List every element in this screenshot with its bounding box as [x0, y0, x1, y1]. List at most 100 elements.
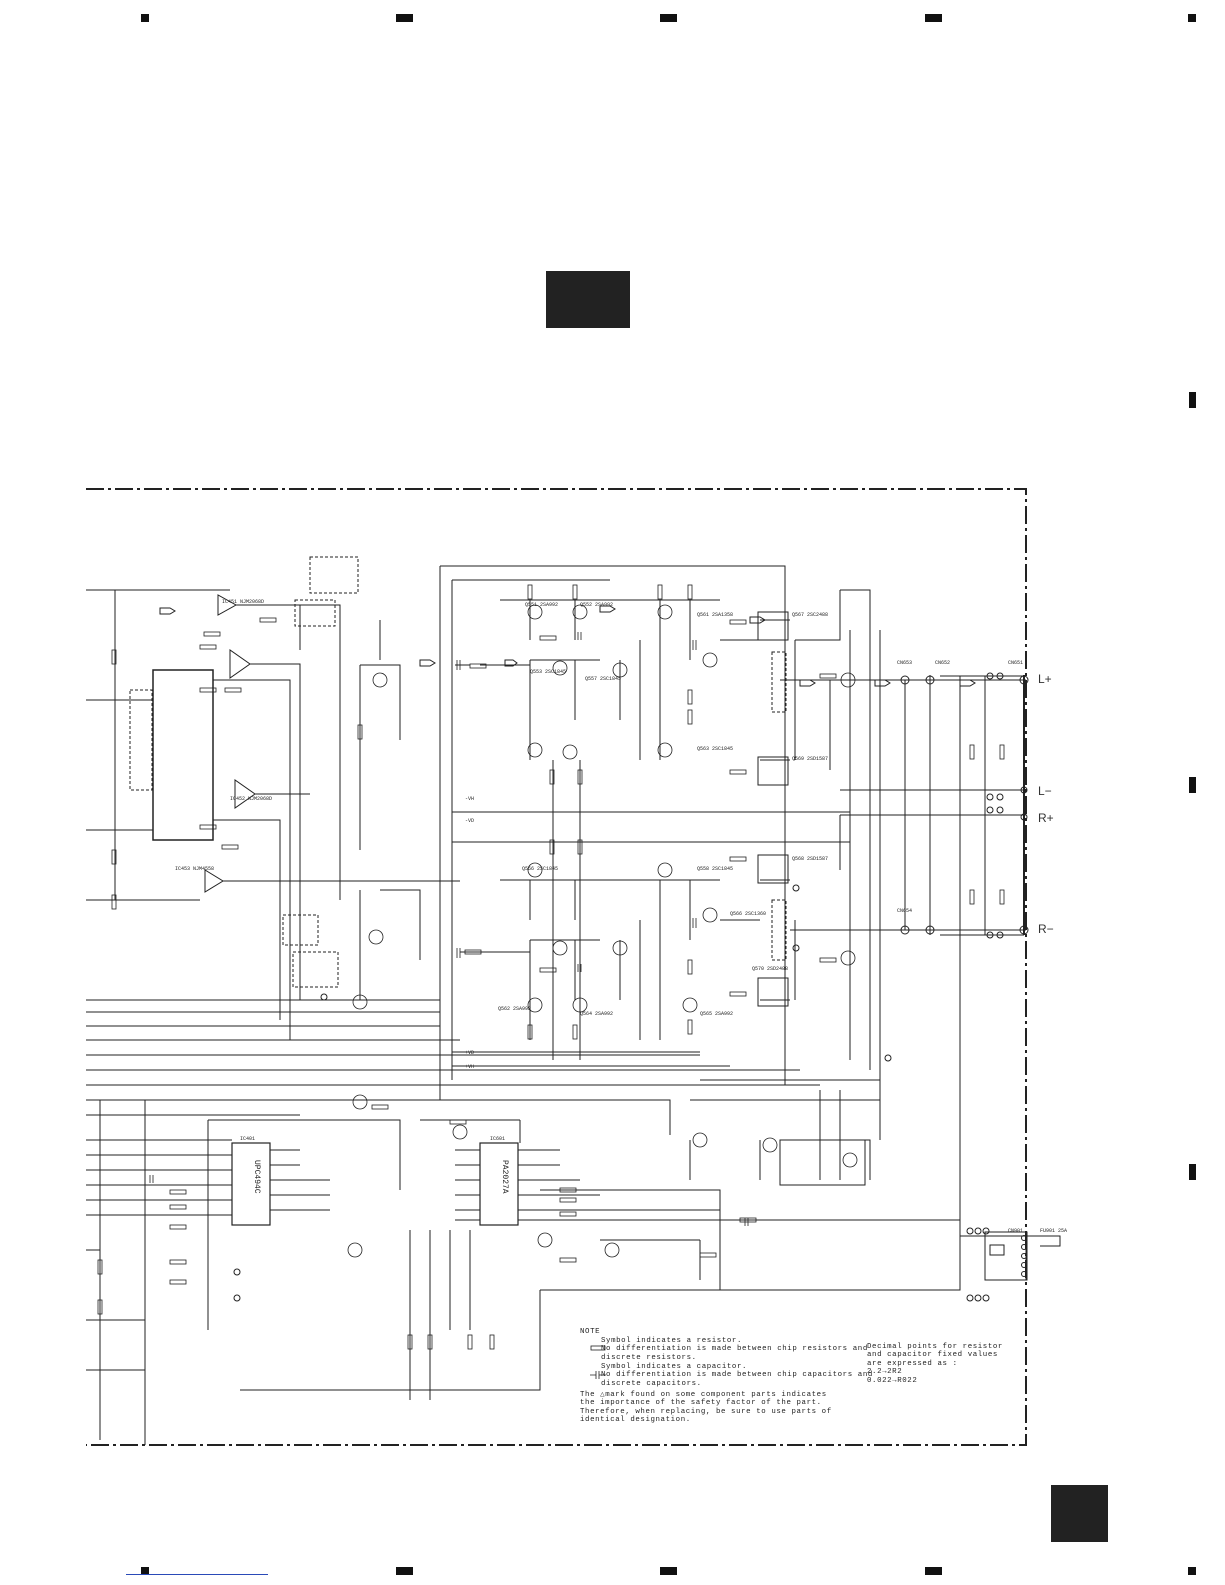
output-transistor-q569: [757, 756, 789, 786]
page-marker-block: [1051, 1485, 1108, 1542]
wire: [700, 630, 881, 1100]
opamp-ic452: [234, 779, 256, 809]
connector-pin: [986, 793, 994, 801]
registration-mark-bottom-3: [925, 1567, 942, 1575]
wire: [144, 1099, 671, 1445]
wire: [240, 1290, 541, 1391]
connector-pin: [1019, 675, 1029, 685]
wire: [213, 663, 310, 1040]
transistor-label: Q566 2SC1360: [730, 911, 766, 917]
wire: [518, 1149, 960, 1221]
wire: [540, 680, 961, 1291]
cn901-outline: [984, 1231, 1028, 1281]
connector-pin: [925, 925, 935, 935]
connector-pin: [1021, 1253, 1027, 1259]
transistor-label: Q561 2SA1358: [697, 612, 733, 618]
test-point: [792, 944, 800, 952]
opamp-ic454: [217, 594, 238, 616]
board-outline: [86, 488, 1027, 1446]
connector-pin: [996, 806, 1004, 814]
registration-mark-bottom-right: [1188, 1567, 1196, 1575]
note-capacitor: Symbol indicates a capacitor. No differe…: [601, 1363, 873, 1388]
ic-label: IC452 NJM2068D: [230, 796, 272, 802]
terminal-r-plus: R+: [1038, 811, 1054, 825]
connector-pin: [1019, 925, 1029, 935]
registration-mark-top-1: [396, 14, 413, 22]
connector-pin: [996, 793, 1004, 801]
wire: [960, 1235, 1061, 1280]
ic401-label: IC401: [240, 1136, 255, 1142]
wire: [455, 1149, 480, 1221]
rail-label: +VH: [465, 1064, 474, 1070]
bus-line: [451, 579, 610, 1080]
r464-dashed: [282, 914, 319, 946]
connector-label: CN654: [897, 908, 912, 914]
connector-pin: [1021, 1262, 1027, 1268]
wire: [720, 619, 796, 761]
registration-mark-bottom-left: [141, 1567, 149, 1575]
connector-label: CN653: [897, 660, 912, 666]
opamp-ic451: [229, 649, 251, 679]
wire: [86, 1139, 232, 1216]
ic401-part: UPC494C: [252, 1160, 261, 1194]
ic401-body: [231, 1142, 271, 1226]
registration-mark-right-1: [1189, 392, 1196, 408]
transistor-label: Q562 2SA992: [498, 1006, 531, 1012]
terminal-l-minus: L−: [1038, 784, 1052, 798]
registration-mark-right-2: [1189, 777, 1196, 793]
wire: [600, 1239, 701, 1280]
terminal-circle: [982, 1294, 990, 1302]
terminal-l-plus: L+: [1038, 672, 1052, 686]
connector-pin: [1020, 813, 1028, 821]
connector-label: CN651: [1008, 660, 1023, 666]
test-point: [792, 884, 800, 892]
test-point: [233, 1268, 241, 1276]
ic601-part: PA2027A: [500, 1160, 509, 1194]
rail-label: -VD: [465, 818, 474, 824]
test-point: [884, 1054, 892, 1062]
transistor-label: Q564 2SA992: [580, 1011, 613, 1017]
ic451-block-outline: [152, 669, 214, 841]
transistor-label: Q552 2SA992: [580, 602, 613, 608]
transistor-label: Q569 2SD1587: [792, 756, 828, 762]
ic-label: IC451 NJM2068D: [222, 599, 264, 605]
note-safety: The △mark found on some component parts …: [580, 1391, 832, 1425]
note-capacitor-symbol: [580, 1363, 607, 1381]
transistor-label: Q551 2SA992: [525, 602, 558, 608]
registration-mark-top-3: [925, 14, 942, 22]
registration-mark-right-3: [1189, 1164, 1196, 1180]
transistor-label: Q558 2SC1845: [697, 866, 733, 872]
wire: [819, 1090, 841, 1180]
vertical-resistor-symbols: [97, 584, 1005, 1350]
wire: [359, 889, 421, 1000]
ic-label: IC453 NJM4558: [175, 866, 214, 872]
vr451-dashed: [129, 689, 153, 791]
note-resistor: Symbol indicates a resistor. No differen…: [601, 1337, 868, 1362]
terminal-circle: [966, 1294, 974, 1302]
connector-pin: [1021, 1271, 1027, 1277]
transistor-label: Q553 2SC1845: [530, 669, 566, 675]
s451-dashed: [292, 951, 339, 988]
connector-pin: [1020, 786, 1028, 794]
section-marker-block: [546, 271, 630, 328]
connector-pin: [996, 931, 1004, 939]
wire: [207, 1119, 401, 1330]
note-title: NOTE: [580, 1328, 601, 1336]
transistor-label: Q556 2SC1845: [522, 866, 558, 872]
c459-dashed: [309, 556, 359, 594]
wire: [236, 604, 341, 900]
ic601-label: IC601: [490, 1136, 505, 1142]
registration-mark-top-2: [660, 14, 677, 22]
output-transistor-q567: [757, 611, 789, 641]
connector-pin: [900, 925, 910, 935]
connector-label: CN901: [1008, 1228, 1023, 1234]
connector-pin: [996, 672, 1004, 680]
wire: [720, 879, 796, 1001]
registration-mark-top-left: [141, 14, 149, 22]
r466-dashed: [294, 599, 336, 627]
wire: [420, 1119, 521, 1143]
transistor-label: Q563 2SC1845: [697, 746, 733, 752]
terminal-circle: [974, 1227, 982, 1235]
fuse-label: FU901 25A: [1040, 1228, 1067, 1234]
